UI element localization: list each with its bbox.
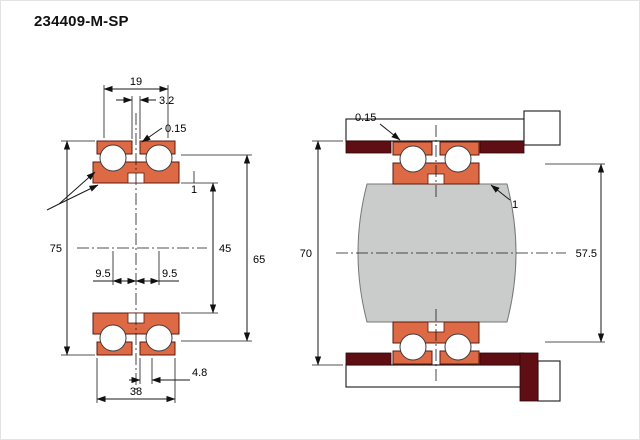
dim-label-9-5-right: 9.5 <box>162 268 177 280</box>
dimension-gap-right: 0.15 <box>355 112 401 141</box>
dim-label-70: 70 <box>300 248 312 260</box>
left-section-view: 19 3.2 0.15 1 <box>46 76 265 403</box>
dim-label-19: 19 <box>130 76 142 88</box>
ball <box>399 333 427 361</box>
dim-label-0-15: 0.15 <box>165 123 186 135</box>
dim-label-1: 1 <box>191 184 197 196</box>
dimension-bore-diameter: 45 <box>181 182 231 314</box>
dimension-slot-width: 3.2 <box>116 95 174 139</box>
dim-label-65: 65 <box>253 254 265 266</box>
spacer-ring-bottom-left <box>345 352 392 366</box>
dimension-chamfer-right: 1 <box>490 184 518 211</box>
ball <box>145 324 173 352</box>
dimension-gap-left: 0.15 <box>141 123 186 143</box>
housing-block-bottom-right <box>537 360 561 402</box>
page-title: 234409-M-SP <box>34 13 129 30</box>
housing-block-top-right <box>523 110 561 146</box>
ball <box>99 324 127 352</box>
bottom-cover-plate <box>345 364 525 388</box>
dim-label-0-15: 0.15 <box>355 112 376 124</box>
dimension-slot-depth: 4.8 <box>129 358 207 384</box>
dim-label-57-5: 57.5 <box>576 248 597 260</box>
dim-label-9-5-left: 9.5 <box>95 268 110 280</box>
ball <box>399 145 427 173</box>
ball <box>444 333 472 361</box>
right-mounted-view: 0.15 1 70 57.5 <box>300 110 605 402</box>
dimension-outer-diameter: 75 <box>50 140 95 356</box>
ring-leader-arrows <box>46 171 99 211</box>
spacer-ring-top-left <box>345 140 392 154</box>
dim-label-3-2: 3.2 <box>159 95 174 107</box>
dim-label-1: 1 <box>512 199 518 211</box>
dimension-row-offsets: 9.5 9.5 <box>93 251 179 285</box>
dim-label-4-8: 4.8 <box>192 367 207 379</box>
locating-ring-bottom-right <box>519 352 539 402</box>
dim-label-75: 75 <box>50 243 62 255</box>
ball <box>444 145 472 173</box>
dimension-shaft-diameter: 57.5 <box>545 163 605 343</box>
dim-label-38: 38 <box>130 386 142 398</box>
dimension-top-width: 19 <box>103 76 169 138</box>
spacer-ring-bottom-right <box>479 352 525 366</box>
ball <box>99 144 127 172</box>
spacer-ring-top-right <box>479 140 525 154</box>
ball <box>145 144 173 172</box>
dimension-total-width: 38 <box>96 358 176 403</box>
dimension-washer-diameter: 65 <box>181 154 265 342</box>
dimension-housing-bore: 70 <box>300 140 343 366</box>
dimension-chamfer-left: 1 <box>191 171 197 196</box>
dim-label-45: 45 <box>219 243 231 255</box>
